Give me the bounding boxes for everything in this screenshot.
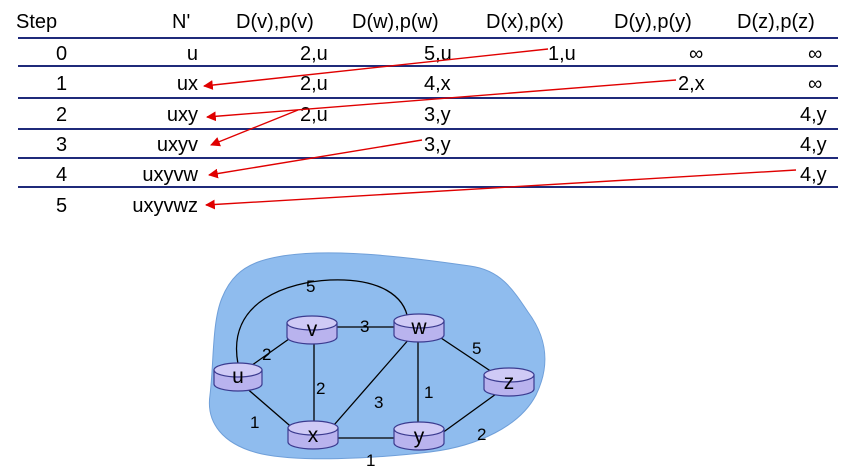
header-dw: D(w),p(w) <box>352 11 439 33</box>
cell-dz: 4,y <box>800 164 827 186</box>
header-dz: D(z),p(z) <box>737 11 815 33</box>
edge-u-w <box>235 279 409 365</box>
table-header: Step N' D(v),p(v) D(w),p(w) D(x),p(x) D(… <box>16 11 815 33</box>
weight-v-w: 3 <box>360 317 369 336</box>
weight-u-x: 1 <box>250 413 259 432</box>
cell-dw: 3,y <box>424 104 451 126</box>
router-x: x <box>287 420 339 450</box>
router-v-top <box>286 315 338 331</box>
cell-step: 1 <box>56 73 67 95</box>
table-row: 5 uxyvwz <box>56 195 198 217</box>
cell-dv: 2,u <box>300 43 328 65</box>
weight-y-z: 2 <box>477 425 486 444</box>
cell-dv: 2,u <box>300 73 328 95</box>
arrow-select-z <box>205 169 797 210</box>
cell-dx: 1,u <box>548 43 576 65</box>
weight-u-w: 5 <box>306 277 315 296</box>
weight-v-x: 2 <box>316 379 325 398</box>
router-x-label: x <box>308 424 319 447</box>
cell-dz: 4,y <box>800 134 827 156</box>
header-dx: D(x),p(x) <box>486 11 564 33</box>
cell-dz: ∞ <box>808 73 822 95</box>
weight-x-w: 3 <box>374 393 383 412</box>
router-u-label: u <box>232 365 244 388</box>
table-row: 1 ux 2,u 4,x 2,x ∞ <box>56 73 822 95</box>
edge-y-z <box>437 393 497 437</box>
cell-nprime: uxyvwz <box>132 195 198 217</box>
router-w-label: w <box>410 316 427 339</box>
router-z-top <box>483 367 535 383</box>
router-z: z <box>483 367 535 397</box>
cell-dz: 4,y <box>800 104 827 126</box>
router-x-top <box>287 420 339 436</box>
graph-edges <box>235 279 497 439</box>
network-cloud <box>208 252 546 460</box>
weight-w-z: 5 <box>472 339 481 358</box>
router-z-label: z <box>504 371 515 394</box>
router-u: u <box>213 362 263 392</box>
cell-step: 3 <box>56 134 67 156</box>
table-row: 4 uxyvw 4,y <box>56 164 827 186</box>
router-y: y <box>393 421 445 451</box>
edge-u-x <box>243 385 297 432</box>
router-y-top <box>393 421 445 437</box>
edge-weights: 5 2 3 1 2 3 1 5 1 2 <box>250 277 486 470</box>
router-v: v <box>286 315 338 345</box>
arrow-select-x <box>203 48 549 90</box>
header-nprime: N' <box>172 11 190 33</box>
edge-x-w <box>333 337 411 426</box>
edge-w-z <box>437 335 493 373</box>
cell-dz: ∞ <box>808 43 822 65</box>
table-row: 0 u 2,u 5,u 1,u ∞ ∞ <box>56 43 822 65</box>
cell-nprime: uxyv <box>157 134 198 156</box>
header-step: Step <box>16 11 57 33</box>
router-v-label: v <box>307 318 318 341</box>
row-separators <box>18 37 838 188</box>
arrow-select-v <box>210 109 299 147</box>
weight-x-y: 1 <box>366 451 375 470</box>
cell-nprime: uxyvw <box>142 164 198 186</box>
cell-step: 2 <box>56 104 67 126</box>
cell-step: 4 <box>56 164 67 186</box>
header-dy: D(y),p(y) <box>614 11 692 33</box>
table-row: 3 uxyv 3,y 4,y <box>56 134 827 156</box>
weight-w-y: 1 <box>424 383 433 402</box>
selection-arrows <box>203 48 797 210</box>
cell-dy: 2,x <box>678 73 705 95</box>
header-dv: D(v),p(v) <box>236 11 314 33</box>
cell-step: 0 <box>56 43 67 65</box>
arrow-select-y <box>206 79 677 122</box>
cell-nprime: ux <box>177 73 198 95</box>
cell-nprime: u <box>187 43 198 65</box>
weight-u-v: 2 <box>262 345 271 364</box>
cell-step: 5 <box>56 195 67 217</box>
arrow-select-w <box>208 139 423 179</box>
cell-dw: 3,y <box>424 134 451 156</box>
router-w-top <box>393 313 445 329</box>
router-w: w <box>393 313 445 343</box>
cell-dw: 4,x <box>424 73 451 95</box>
cell-nprime: uxy <box>167 104 198 126</box>
table-row: 2 uxy 2,u 3,y 4,y <box>56 104 827 126</box>
dijkstra-table: Step N' D(v),p(v) D(w),p(w) D(x),p(x) D(… <box>16 11 838 217</box>
cell-dy: ∞ <box>689 43 703 65</box>
network-graph: 5 2 3 1 2 3 1 5 1 2 u v w <box>208 252 546 470</box>
router-y-label: y <box>414 425 425 448</box>
router-u-top <box>213 362 263 378</box>
